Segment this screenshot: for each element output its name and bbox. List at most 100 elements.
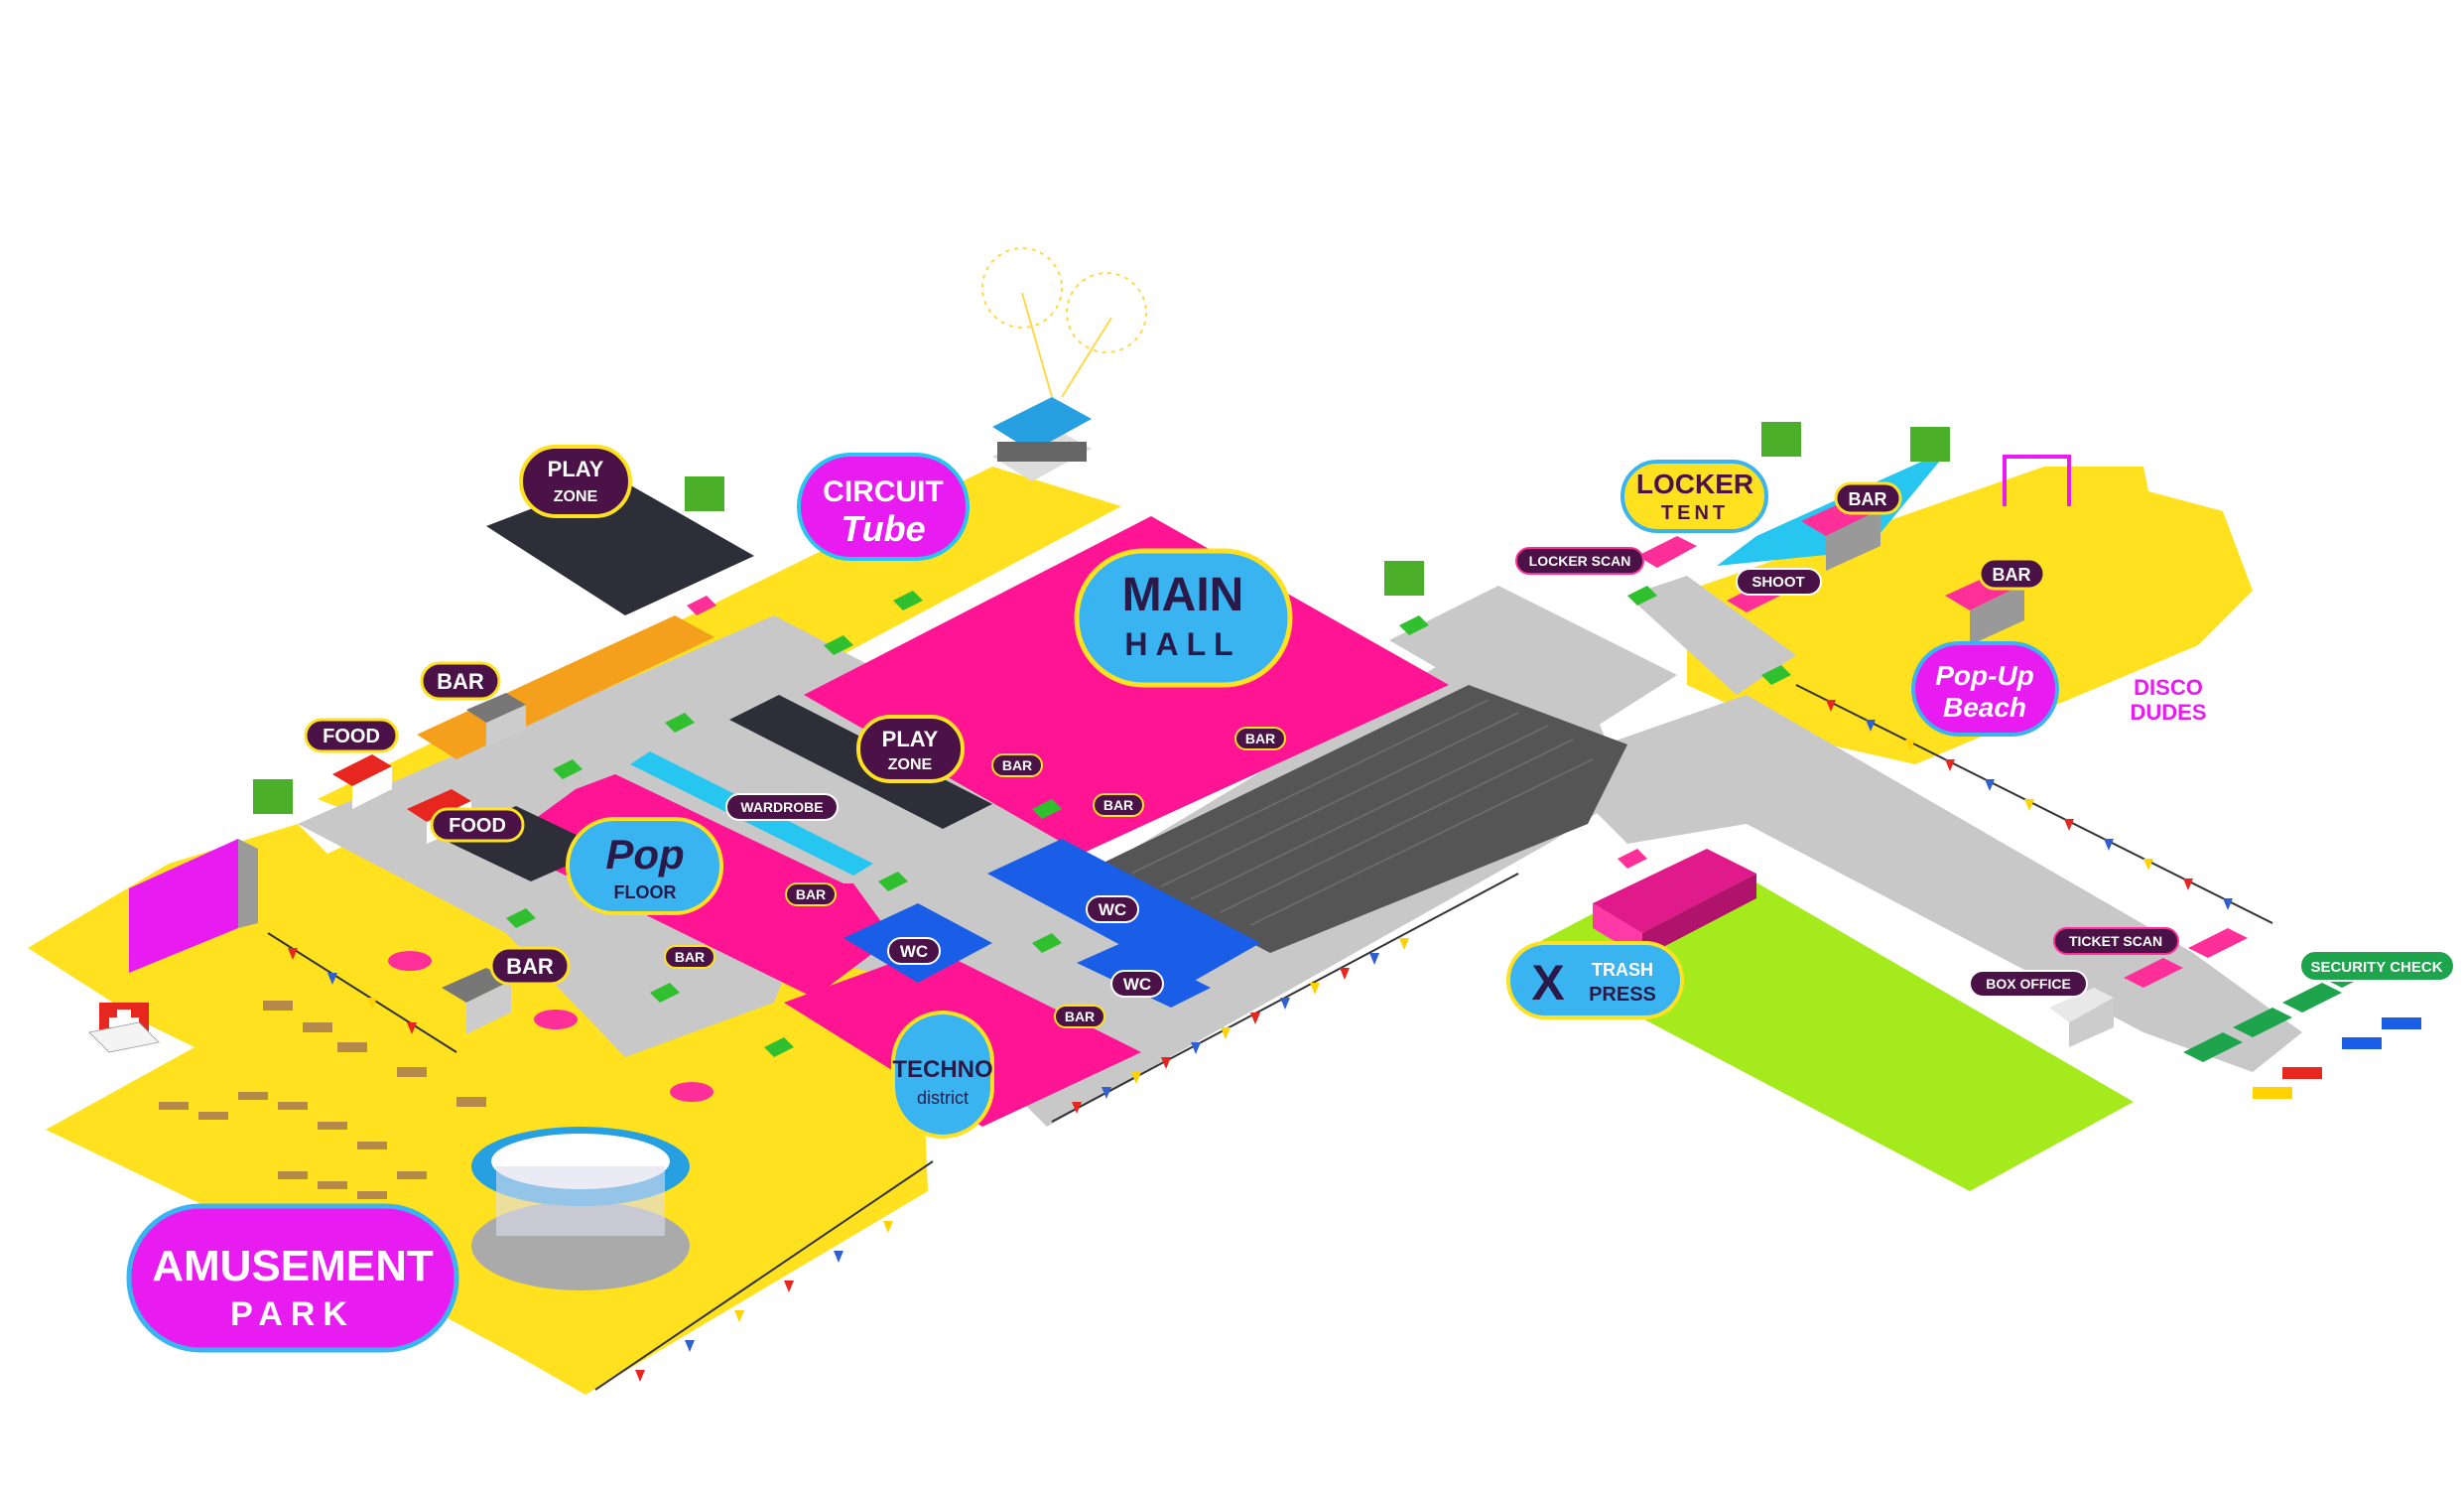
locker-scan-tent	[1637, 536, 1697, 568]
beach-arch	[2003, 455, 2071, 506]
zone-logos: PLAY ZONE CIRCUIT Tube MAIN HALL PLAY ZO…	[126, 445, 2207, 1353]
bar-label-hall-2: BAR	[991, 753, 1043, 777]
wc-label-2: WC	[887, 937, 941, 965]
umbrellas	[388, 951, 713, 1102]
locker-tent-logo: LOCKER TENT	[1621, 460, 1768, 533]
food-label-2: FOOD	[430, 807, 525, 843]
play-zone-2-line1: PLAY	[882, 727, 939, 751]
shoot-label: SHOOT	[1736, 568, 1822, 596]
locker-tent-line1: LOCKER	[1636, 469, 1753, 499]
bar-label-locker: BAR	[1834, 481, 1902, 515]
fence-park	[594, 1160, 934, 1391]
wc-label-text: WC	[1123, 975, 1151, 994]
bar-label-pop-1: BAR	[785, 882, 837, 906]
food-tent-1	[332, 754, 392, 809]
bar-label-text: BAR	[1993, 565, 2031, 585]
bar-label-text: BAR	[1849, 489, 1887, 509]
play-zone-logo-1: PLAY ZONE	[519, 445, 632, 518]
pop-floor-line1: Pop	[605, 831, 684, 878]
bar-label-text: BAR	[1002, 757, 1032, 773]
pink-arrows	[687, 596, 1647, 869]
picnic-tables	[159, 1001, 486, 1199]
dance-floor-texture	[1130, 699, 1594, 926]
bar-label-text: BAR	[506, 954, 554, 979]
fence-beach-road	[1795, 684, 2273, 924]
wc-label-1: WC	[1086, 895, 1139, 923]
exit-signs	[253, 422, 1950, 814]
pop-up-beach-line2: Beach	[1943, 692, 2026, 723]
food-bar-hut	[466, 693, 526, 746]
bar-label-hall-1: BAR	[1234, 727, 1286, 750]
ambulance-icon	[87, 1003, 161, 1053]
xtrash-xpress-logo: X TRASH PRESS	[1506, 941, 1684, 1019]
fences	[267, 684, 2273, 1391]
bar-label-beach: BAR	[1978, 557, 2046, 591]
ticket-scan-label: TICKET SCAN	[2053, 927, 2179, 955]
wc-label-3: WC	[1110, 970, 1164, 998]
pop-floor-logo: Pop FLOOR	[566, 817, 723, 915]
food-label-text: FOOD	[449, 815, 506, 837]
bar-label-text: BAR	[1065, 1009, 1095, 1024]
circuit-tube-logo: CIRCUIT Tube	[797, 453, 970, 561]
small-labels: BAR BAR BAR BAR BAR BAR BAR BAR	[304, 481, 2455, 1028]
play-zone-logo-2: PLAY ZONE	[856, 715, 965, 783]
road-east	[1548, 695, 2302, 1072]
locker-tent-line2: TENT	[1661, 502, 1729, 524]
circuit-tube-line2: Tube	[841, 508, 925, 549]
roads	[298, 576, 2302, 1127]
techno-district-line1: TECHNO	[892, 1056, 992, 1083]
box-office-label-text: BOX OFFICE	[1986, 976, 2071, 992]
wc-label-text: WC	[900, 942, 928, 961]
structures	[87, 247, 2421, 1290]
wardrobe-label: WARDROBE	[725, 793, 839, 821]
disco-dudes-line2: DUDES	[2130, 700, 2206, 725]
circuit-tube-line1: CIRCUIT	[823, 475, 944, 508]
bar-label-food: BAR	[420, 661, 501, 701]
amusement-park-line2: PARK	[230, 1295, 355, 1333]
fireworks-stage	[992, 397, 1092, 481]
fireworks-icon	[981, 247, 1147, 398]
road-to-beach	[1389, 586, 1677, 744]
amusement-wall	[129, 839, 258, 973]
main-road	[298, 615, 1627, 1127]
food-label-1: FOOD	[304, 718, 399, 753]
bar-label-text: BAR	[675, 949, 705, 965]
play-zone-1-line1: PLAY	[548, 457, 604, 481]
bar-label-text: BAR	[1103, 797, 1133, 813]
main-hall-line1: MAIN	[1122, 569, 1244, 621]
bunting	[288, 700, 2233, 1382]
locker-scan-label-text: LOCKER SCAN	[1529, 553, 1631, 569]
security-check-label-text: SECURITY CHECK	[2310, 959, 2442, 976]
food-label-text: FOOD	[323, 726, 380, 747]
ticket-scan-label-text: TICKET SCAN	[2069, 933, 2162, 949]
pop-floor-line2: FLOOR	[614, 882, 677, 902]
bar-label-text: BAR	[796, 886, 826, 902]
security-check-label: SECURITY CHECK	[2299, 950, 2455, 982]
bar-label-hall-3: BAR	[1093, 793, 1144, 817]
play-zone-1-line2: ZONE	[554, 488, 598, 505]
carousel-icon	[471, 1127, 690, 1290]
amusement-park-line1: AMUSEMENT	[152, 1242, 434, 1290]
bar-label-techno: BAR	[1054, 1005, 1105, 1028]
pop-up-beach-line1: Pop-Up	[1935, 660, 2034, 691]
xtrash-letter: X	[1531, 955, 1564, 1011]
techno-district-logo: TECHNO district	[891, 1011, 994, 1139]
fence-park-west	[267, 932, 457, 1053]
disco-dudes-line1: DISCO	[2134, 675, 2203, 700]
bar-label-park: BAR	[489, 946, 571, 986]
wardrobe-label-text: WARDROBE	[740, 799, 823, 815]
main-hall-line2: HALL	[1124, 626, 1240, 662]
box-office-label: BOX OFFICE	[1969, 970, 2088, 998]
wc-label-text: WC	[1099, 900, 1126, 919]
xtrash-line2: PRESS	[1589, 984, 1656, 1006]
bar-label-text: BAR	[1245, 731, 1275, 746]
amusement-park-logo: AMUSEMENT PARK	[126, 1203, 459, 1353]
bar-label-pop-2: BAR	[664, 945, 715, 969]
pop-up-beach-logo: Pop-Up Beach	[1911, 641, 2059, 737]
shoot-label-text: SHOOT	[1751, 574, 1804, 591]
box-office-hut	[2049, 988, 2114, 1047]
disco-dudes-logo: DISCO DUDES	[2130, 675, 2206, 725]
direction-arrows	[506, 586, 1791, 1057]
techno-district-line2: district	[917, 1088, 969, 1108]
